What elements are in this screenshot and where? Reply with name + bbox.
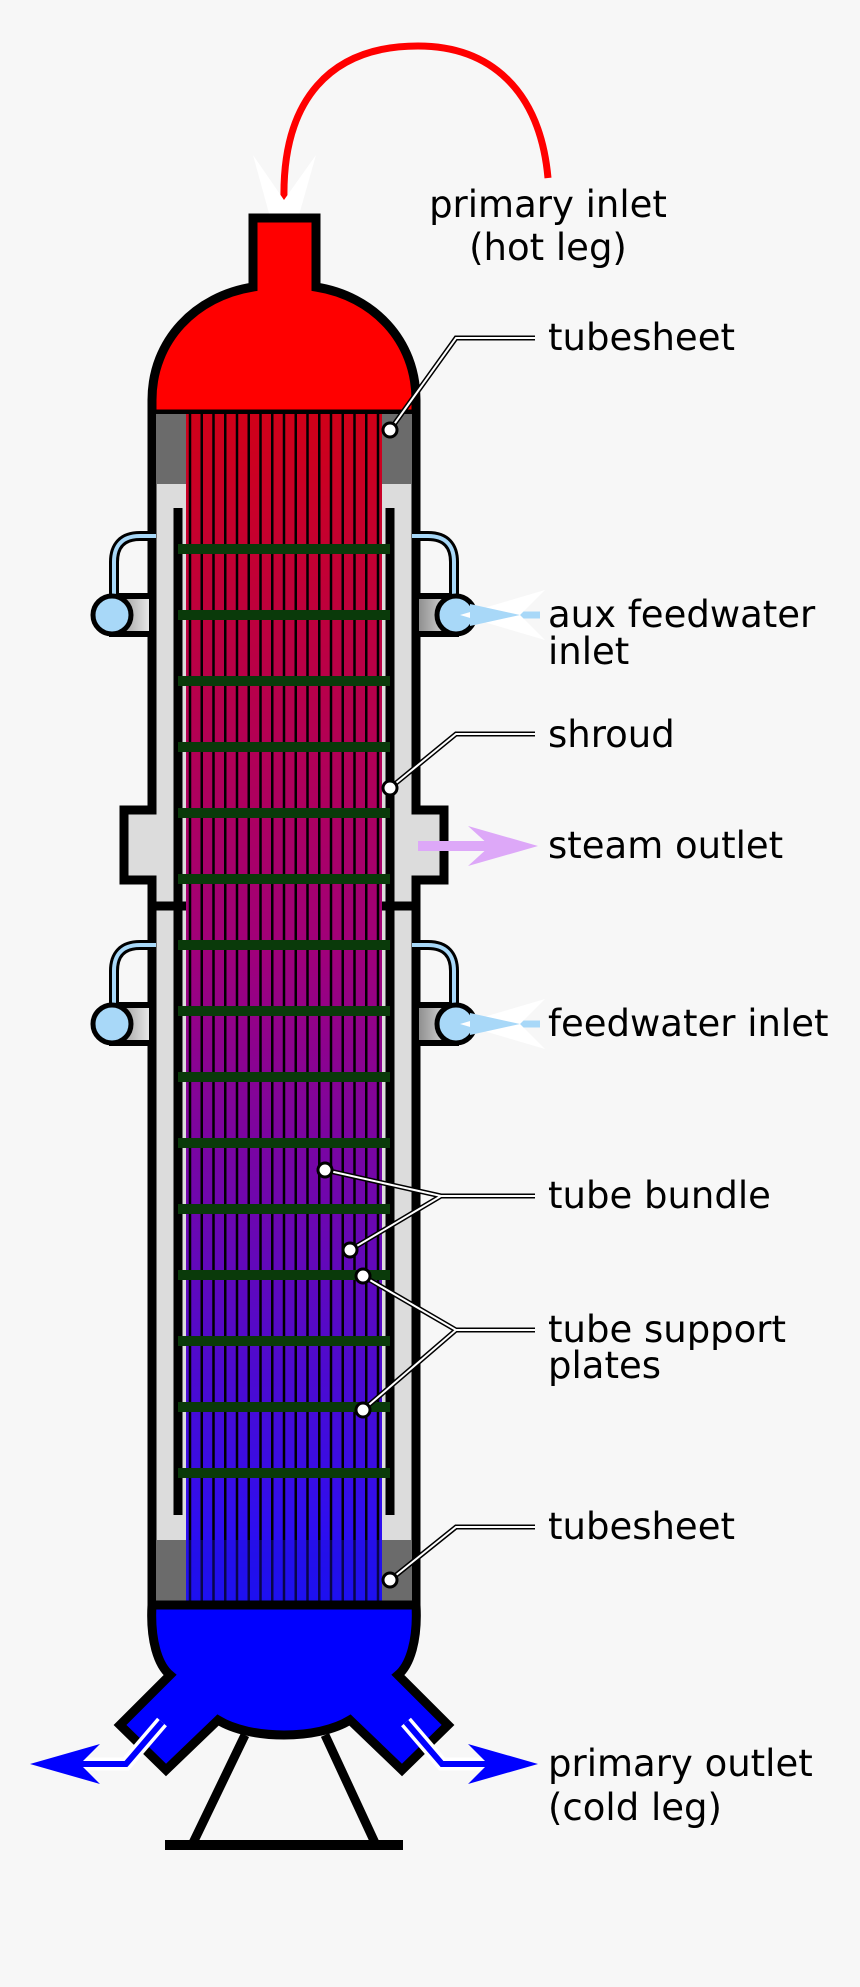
primary-outlet-arrow-left — [30, 1717, 167, 1784]
tube-support-plate — [178, 1270, 390, 1280]
tube-bundle-label: tube bundle — [548, 1174, 771, 1217]
primary-inlet-arrow — [253, 42, 552, 268]
tubesheet-top-label: tubesheet — [548, 316, 735, 359]
tubesheet-bottom — [156, 1540, 412, 1605]
shroud-label: shroud — [548, 713, 675, 756]
feedwater-nozzle-left — [90, 940, 156, 1046]
primary-outlet-arrow-right — [401, 1717, 538, 1784]
tube-support-plate — [178, 940, 390, 950]
feedwater-nozzle-right — [412, 940, 478, 1046]
tube-support-plate — [178, 1402, 390, 1412]
tube-support-plates — [178, 544, 390, 1478]
hot-plenum — [147, 213, 421, 419]
aux-feedwater-sublabel: inlet — [548, 630, 629, 673]
aux-feedwater-label: aux feedwater — [548, 593, 816, 636]
steam-outlet-arrow — [418, 826, 538, 866]
aux-feedwater-nozzle-left — [90, 531, 156, 637]
tube-support-plate — [178, 544, 390, 554]
primary-outlet-sublabel: (cold leg) — [548, 1786, 722, 1829]
leader-lines-inner — [324, 337, 535, 1581]
tube-support-plate — [178, 808, 390, 818]
aux-feedwater-arrow — [460, 590, 545, 640]
tube-support-plate — [178, 610, 390, 620]
feedwater-inlet-label: feedwater inlet — [548, 1002, 829, 1045]
tubesheet-bottom-label: tubesheet — [548, 1505, 735, 1548]
primary-outlet-label: primary outlet — [548, 1742, 813, 1785]
leader-dots — [316, 421, 399, 1589]
tube-support-plate — [178, 1006, 390, 1016]
tube-support-plate — [178, 1138, 390, 1148]
tube-support-plate — [178, 1204, 390, 1214]
tube-support-plates-label: tube support — [548, 1308, 786, 1351]
primary-inlet-label: primary inlet — [429, 183, 667, 226]
tube-support-plate — [178, 1468, 390, 1478]
tube-support-plate — [178, 1336, 390, 1346]
cold-plenum — [113, 1600, 455, 1777]
feedwater-arrow — [460, 999, 545, 1049]
tube-support-plate — [178, 1072, 390, 1082]
tube-support-plate — [178, 874, 390, 884]
aux-feedwater-nozzle-right — [412, 531, 478, 637]
primary-inlet-sublabel: (hot leg) — [469, 226, 627, 269]
tube-support-plates-sublabel: plates — [548, 1344, 661, 1387]
tube-support-plate — [178, 676, 390, 686]
support-stand — [165, 1733, 403, 1850]
steam-outlet-label: steam outlet — [548, 824, 783, 867]
tube-support-plate — [178, 742, 390, 752]
